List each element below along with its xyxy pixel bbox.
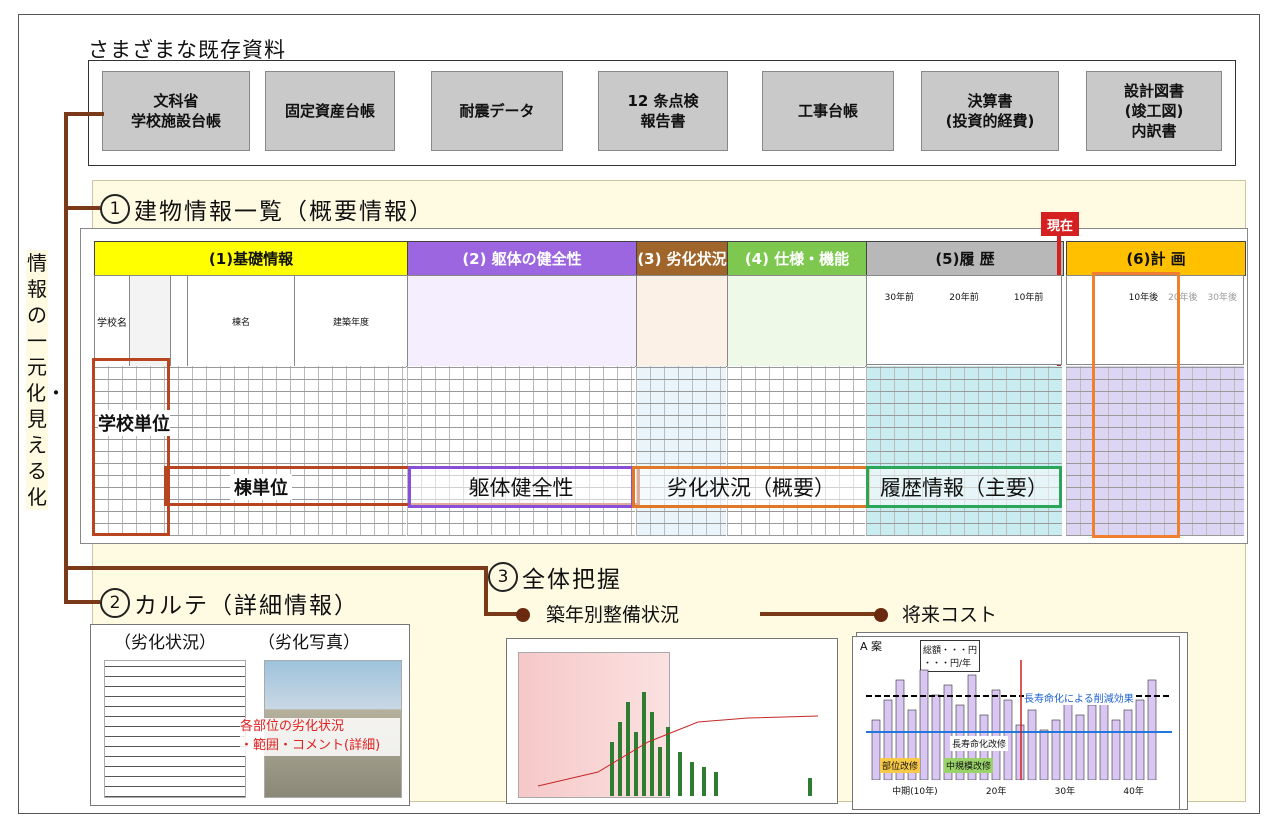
table-header-basic: (1)基礎情報 xyxy=(94,241,408,276)
source-doc-construction[interactable]: 工事台帳 xyxy=(762,71,894,151)
cost-x-tick: 30年 xyxy=(1054,787,1076,797)
cost-plan-label: A 案 xyxy=(860,640,883,653)
table-header-spec: (4) 仕様・機能 xyxy=(727,241,867,276)
plan-highlight xyxy=(1092,272,1180,538)
legend-medium: 中規模改修 xyxy=(944,758,994,773)
section3-sub-b: 将来コスト xyxy=(902,604,998,626)
karte-right-label: （劣化写真） xyxy=(258,633,360,653)
col-school-info xyxy=(129,275,171,367)
history-data-grid xyxy=(866,366,1062,536)
connector xyxy=(64,206,100,210)
col-deterioration-sub xyxy=(636,275,728,367)
cost-x-axis: 中期(10年) 20年 30年 40年 xyxy=(868,784,1168,797)
history-tick: 10年前 xyxy=(1013,293,1044,303)
section1-number: 1 xyxy=(100,194,130,224)
building-unit-label: 棟単位 xyxy=(230,474,292,500)
section3-title: 全体把握 xyxy=(522,567,622,593)
connector xyxy=(484,612,520,616)
section2-number: 2 xyxy=(100,588,130,618)
spine-line xyxy=(64,112,68,604)
legend-longlife: 長寿命化改修 xyxy=(950,736,1009,751)
source-doc-fixed-assets[interactable]: 固定資産台帳 xyxy=(265,71,395,151)
source-doc-seismic[interactable]: 耐震データ xyxy=(431,71,563,151)
connector xyxy=(64,112,104,116)
col-history-sub: 30年前 20年前 10年前 xyxy=(866,275,1062,365)
cost-x-tick: 40年 xyxy=(1123,787,1144,797)
now-badge: 現在 xyxy=(1041,212,1079,236)
cost-total-note: 総額・・・円 ・・・円/年 xyxy=(920,640,981,672)
deterioration-data-grid xyxy=(636,366,726,536)
cost-x-tick: 中期(10年) xyxy=(892,787,938,797)
year-built-chart-bars xyxy=(537,692,819,796)
basic-data-grid xyxy=(94,366,406,536)
col-plan-sub: 10年後 20年後 30年後 xyxy=(1066,275,1244,365)
history-tick: 30年前 xyxy=(884,293,915,303)
section3-sub-a: 築年別整備状況 xyxy=(546,604,680,626)
col-no xyxy=(170,275,188,367)
table-header-history: (5)履 歴 xyxy=(866,241,1064,276)
photo-note: 各部位の劣化状況 ・範囲・コメント(詳細) xyxy=(240,718,400,756)
plan-tick: 20年後 xyxy=(1168,293,1198,303)
legend-partial: 部位改修 xyxy=(880,758,921,773)
connector xyxy=(484,566,488,614)
existing-docs-title: さまざまな既存資料 xyxy=(88,38,286,62)
spec-data-grid xyxy=(727,366,865,536)
source-doc-inspection[interactable]: 12 条点検 報告書 xyxy=(598,71,728,151)
bullet-icon xyxy=(874,608,888,622)
side-label: 情報の一元化・見える化 xyxy=(26,250,66,510)
col-school-name: 学校名 xyxy=(94,275,130,367)
cost-effect-label: 長寿命化による削減効果 xyxy=(1024,690,1134,705)
deterioration-overlay: 劣化状況（概要） xyxy=(632,466,870,508)
table-header-structure: (2) 躯体の健全性 xyxy=(407,241,637,276)
cost-x-tick: 20年 xyxy=(985,787,1007,797)
plan-tick: 10年後 xyxy=(1128,293,1159,303)
section1-title: 建物情報一覧（概要情報） xyxy=(134,199,434,225)
history-overlay: 履歴情報（主要） xyxy=(866,466,1062,508)
structure-data-grid xyxy=(407,366,635,536)
plan-tick: 30年後 xyxy=(1207,293,1237,303)
col-building-name: 棟名 xyxy=(187,275,295,367)
section2-title: カルテ（詳細情報） xyxy=(134,593,359,619)
col-spec-sub xyxy=(727,275,867,367)
connector xyxy=(64,600,100,604)
table-header-deterioration: (3) 劣化状況 xyxy=(636,241,728,276)
col-structure-sub xyxy=(407,275,637,367)
deterioration-form-thumbnail xyxy=(104,660,246,798)
source-doc-mext[interactable]: 文科省 学校施設台帳 xyxy=(102,71,250,151)
karte-left-label: （劣化状況） xyxy=(114,633,216,653)
connector xyxy=(64,566,484,570)
source-doc-financial[interactable]: 決算書 (投資的経費) xyxy=(921,71,1059,151)
school-unit-box xyxy=(92,358,170,536)
source-doc-drawings[interactable]: 設計図書 (竣工図) 内訳書 xyxy=(1086,71,1222,151)
structure-overlay: 躯体健全性 xyxy=(408,466,634,508)
col-year-built: 建築年度 xyxy=(294,275,408,367)
history-tick: 20年前 xyxy=(949,293,979,303)
bullet-icon xyxy=(516,608,530,622)
table-header-plan: (6)計 画 xyxy=(1066,241,1246,276)
school-unit-label: 学校単位 xyxy=(98,410,170,436)
section3-number: 3 xyxy=(488,562,518,592)
plan-data-grid xyxy=(1066,366,1244,536)
connector xyxy=(760,612,880,616)
